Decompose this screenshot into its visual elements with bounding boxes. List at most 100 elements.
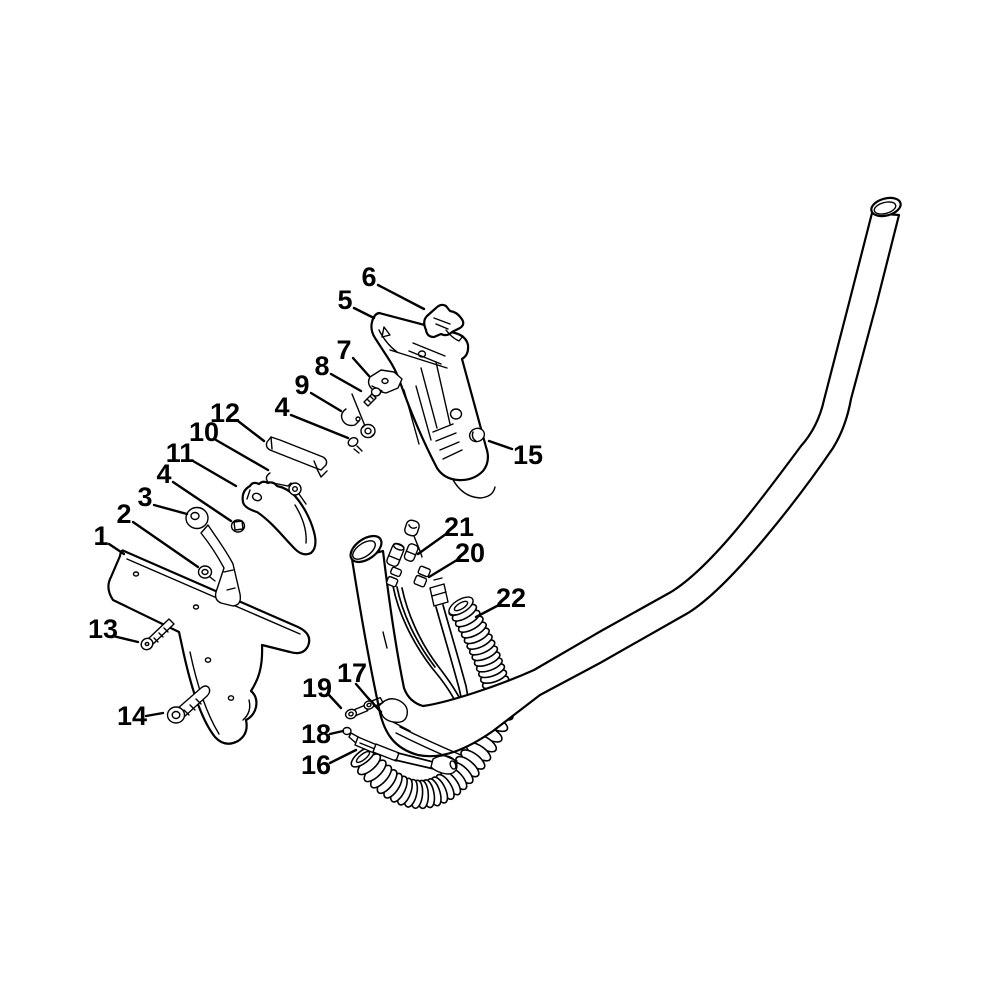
spade-connector: [413, 574, 428, 588]
callout-part-3: 3: [137, 482, 189, 516]
callout-part-17: 17: [337, 658, 383, 714]
cable-ferrule-detail: [431, 577, 447, 597]
leader-line: [152, 503, 189, 516]
trigger-slot: [403, 385, 432, 445]
clip-end: [355, 416, 361, 422]
callout-part-11: 11: [166, 438, 238, 488]
coiled-cable-22-end: [448, 596, 474, 616]
leader-line: [487, 439, 514, 451]
cap-line: [408, 524, 418, 529]
screw-8: [363, 387, 382, 407]
callout-part-16: 16: [301, 748, 358, 780]
callout-label: 10: [189, 417, 219, 447]
nut-4-left: [230, 519, 246, 533]
nut-hole: [364, 427, 372, 435]
spring-wire: [265, 472, 289, 487]
leader-line: [144, 711, 165, 718]
nut-square-hole: [233, 520, 244, 531]
wiring-harness: [392, 577, 470, 707]
handlebar-tube: [349, 196, 902, 758]
nut-2: [197, 565, 216, 582]
plate-hole: [381, 377, 389, 385]
nut-outline: [360, 423, 376, 439]
leader-line: [214, 438, 270, 472]
lever-arm: [200, 524, 242, 607]
leader-line: [131, 520, 200, 569]
ring-terminals-19: [344, 696, 384, 720]
leader-line: [236, 419, 266, 443]
leader-line: [107, 542, 126, 556]
trigger-lines: [246, 489, 307, 544]
leader-line: [354, 682, 383, 714]
screw-hole: [227, 695, 235, 701]
callout-label: 22: [496, 583, 526, 613]
nut-tab: [209, 576, 216, 582]
cover-strip-12: [265, 436, 328, 478]
handle-housing-1: [107, 549, 311, 745]
callout-part-10: 10: [189, 417, 270, 472]
slide-control-6: [423, 303, 465, 342]
callout-label: 3: [137, 482, 152, 512]
lever-pivot-hole: [190, 511, 200, 521]
callout-label: 20: [455, 538, 485, 568]
clip-wire: [340, 408, 360, 427]
trigger-spring-10: [265, 472, 307, 505]
leader-line: [328, 729, 345, 736]
callout-label: 19: [302, 673, 332, 703]
ferrule-line: [359, 742, 376, 750]
callout-part-5: 5: [337, 285, 376, 320]
callout-label: 9: [294, 370, 309, 400]
lockout-lever-3: [185, 506, 242, 607]
cable-thread-ribs: [432, 423, 463, 460]
leader-line: [111, 634, 140, 644]
lever-head: [185, 506, 209, 530]
housing-beak-curve: [378, 329, 398, 353]
sleeve-opening: [392, 542, 405, 551]
callouts: 6 5 7 8 9 4 12 10: [88, 262, 543, 780]
callout-part-13: 13: [88, 614, 140, 644]
trigger-outline: [241, 480, 317, 556]
spade-connector: [385, 575, 399, 588]
callout-part-21: 21: [416, 512, 474, 556]
slide-control-tail: [445, 329, 464, 342]
grip-heel: [242, 699, 251, 721]
grommet-stem: [353, 445, 363, 454]
housing-notch: [381, 326, 391, 338]
callout-label: 14: [117, 701, 147, 731]
leader-line: [327, 693, 343, 710]
terminal-body: [371, 696, 384, 708]
screw-hole: [204, 657, 212, 663]
nut-hole: [201, 568, 209, 576]
grip-inner-curve: [189, 651, 220, 735]
callout-label: 15: [513, 440, 543, 470]
spade-connectors-20: [385, 565, 431, 588]
leader-line: [329, 372, 363, 393]
callout-part-15: 15: [487, 439, 543, 470]
screw-head: [140, 637, 154, 651]
callout-label: 1: [93, 521, 108, 551]
screw-13: [140, 618, 175, 651]
screw-head: [370, 387, 382, 397]
cap-detail: [471, 431, 477, 442]
callout-label: 6: [361, 262, 376, 292]
nut-4-upper: [347, 423, 376, 454]
cap-wire: [413, 535, 423, 558]
housing-top-face: [126, 558, 301, 635]
callout-label: 17: [337, 658, 367, 688]
callout-label: 21: [444, 512, 474, 542]
nut-knurl: [361, 424, 375, 438]
ignition-cable: [435, 606, 464, 707]
leader-line: [416, 532, 448, 556]
screw-14: [166, 685, 211, 724]
screw-socket: [171, 710, 181, 720]
callout-label: 18: [301, 719, 331, 749]
wire: [396, 586, 436, 668]
callout-part-8: 8: [314, 351, 363, 393]
housing-heel: [451, 477, 496, 499]
callout-part-12: 12: [210, 398, 266, 443]
callout-label: 2: [116, 499, 131, 529]
spade-connector: [390, 566, 403, 578]
cable-clamp-17: [379, 698, 462, 762]
